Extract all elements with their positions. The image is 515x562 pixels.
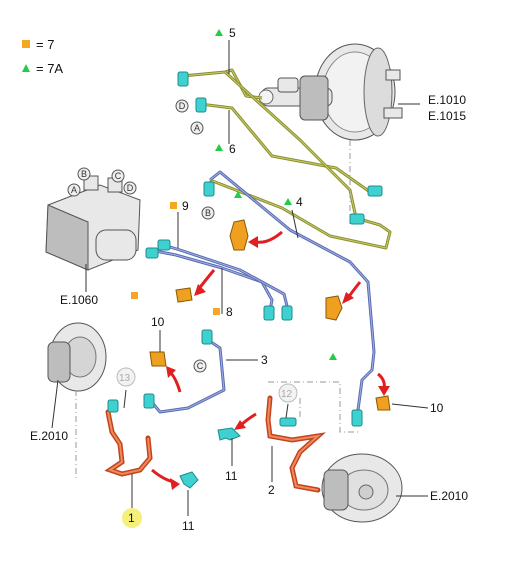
fitting xyxy=(203,181,215,197)
label-2: 2 xyxy=(268,483,275,497)
green-triangle-icon xyxy=(284,198,292,205)
label-8: 8 xyxy=(226,305,233,319)
left-brake-disc-illustration xyxy=(47,322,107,392)
legend-triangle-icon xyxy=(22,64,30,72)
label-e1015: E.1015 xyxy=(428,109,466,123)
label-1: 1 xyxy=(128,511,135,525)
circle-letter-c: C xyxy=(115,171,122,181)
label-11: 11 xyxy=(225,469,238,483)
front-brake-pipes xyxy=(181,68,392,250)
fitting xyxy=(195,97,207,113)
fitting xyxy=(281,305,293,321)
clip xyxy=(325,295,343,321)
fitting xyxy=(107,399,119,413)
circle-letter-a: A xyxy=(71,185,77,195)
label-6: 6 xyxy=(229,142,236,156)
marker-symbols xyxy=(131,29,337,360)
fitting xyxy=(263,305,275,321)
abs-module-illustration xyxy=(45,175,141,271)
orange-square-icon xyxy=(131,292,138,299)
fitting xyxy=(177,71,189,87)
connection-letters: B A C D D A B C xyxy=(67,99,215,373)
fitting xyxy=(279,417,297,427)
right-brake-disc-illustration xyxy=(321,453,403,523)
direction-arrows xyxy=(151,230,390,490)
fitting xyxy=(145,247,159,259)
pipe-clips xyxy=(149,219,391,411)
orange-square-icon xyxy=(213,308,220,315)
label-3: 3 xyxy=(261,353,268,367)
label-10: 10 xyxy=(430,401,444,415)
label-5: 5 xyxy=(229,26,236,40)
clip xyxy=(149,351,167,367)
label-12: 12 xyxy=(281,389,293,400)
label-10: 10 xyxy=(151,315,165,329)
circle-letter-a: A xyxy=(194,123,200,133)
green-triangle-icon xyxy=(215,29,223,36)
fitting xyxy=(157,239,171,251)
fitting xyxy=(217,427,241,441)
legend-triangle-label: = 7A xyxy=(36,61,63,76)
label-e1010: E.1010 xyxy=(428,93,466,107)
part-labels: 5 6 4 9 8 10 3 10 E.1010 E.1015 E.1060 E… xyxy=(30,26,468,533)
fitting xyxy=(143,393,155,409)
reference-lines xyxy=(75,140,360,480)
label-e2010: E.2010 xyxy=(30,429,68,443)
fitting xyxy=(367,185,383,197)
circle-letter-b: B xyxy=(81,169,87,179)
label-13: 13 xyxy=(119,373,131,384)
brake-booster-illustration xyxy=(258,43,403,141)
legend-square-label: = 7 xyxy=(36,37,54,52)
fitting xyxy=(351,409,363,427)
clip xyxy=(375,395,391,411)
green-triangle-icon xyxy=(234,191,242,198)
fitting xyxy=(201,329,213,345)
label-9: 9 xyxy=(182,199,189,213)
label-e1060: E.1060 xyxy=(60,293,98,307)
label-4: 4 xyxy=(296,195,303,209)
circle-letter-b: B xyxy=(205,208,211,218)
green-triangle-icon xyxy=(215,144,223,151)
circle-letter-c: C xyxy=(197,361,204,371)
clip xyxy=(175,287,193,303)
green-triangle-icon xyxy=(329,353,337,360)
orange-square-icon xyxy=(170,202,177,209)
circle-letter-d: D xyxy=(179,101,186,111)
circle-letter-d: D xyxy=(127,183,134,193)
legend: = 7 = 7A xyxy=(22,37,63,76)
label-11: 11 xyxy=(182,519,195,533)
fitting xyxy=(349,213,365,225)
clip xyxy=(229,219,249,251)
rear-brake-pipes xyxy=(148,170,376,414)
brake-hoses xyxy=(104,395,326,493)
pipe-fittings xyxy=(107,71,383,489)
highlight-badge xyxy=(122,508,142,528)
label-e2010: E.2010 xyxy=(430,489,468,503)
callout-lines xyxy=(51,40,429,516)
legend-square-icon xyxy=(22,40,30,48)
fitting xyxy=(179,471,199,489)
